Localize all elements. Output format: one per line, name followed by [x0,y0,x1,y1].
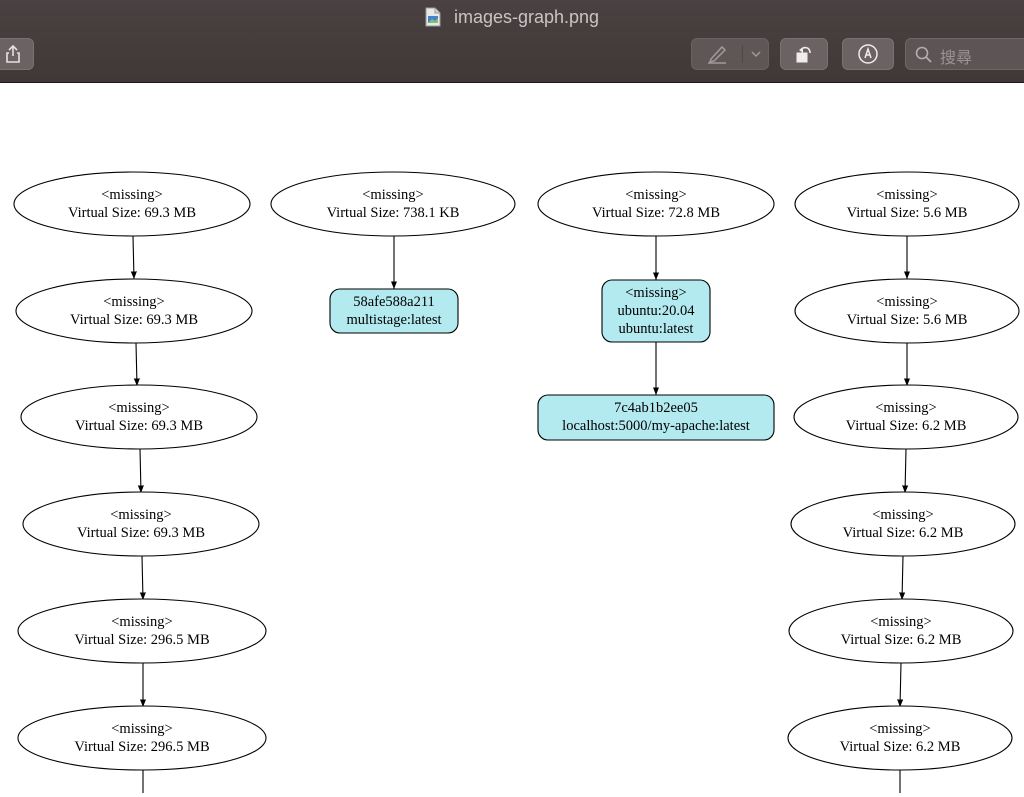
node-size: Virtual Size: 69.3 MB [77,525,205,541]
node-tag: ubuntu:20.04 [618,303,696,319]
node-label: <missing> [110,507,171,523]
node-size: Virtual Size: 5.6 MB [847,312,968,328]
graph-node: <missing> Virtual Size: 69.3 MB [15,278,253,344]
tagged-image-node: 58afe588a211 multistage:latest [329,288,459,334]
window-titlebar: images-graph.png [0,0,1024,83]
node-tag: ubuntu:latest [619,321,694,337]
rotate-icon [796,46,811,63]
node-label: <missing> [876,294,937,310]
node-label: <missing> [108,400,169,416]
column-1-edges [130,235,147,793]
graph-node: <missing> Virtual Size: 6.2 MB [788,598,1014,664]
node-size: Virtual Size: 738.1 KB [327,205,460,221]
chevron-down-icon [751,51,761,58]
markup-toolbar-group [691,38,769,70]
node-label: <missing> [625,187,686,203]
markup-button[interactable] [692,39,742,69]
graph-node: <missing> Virtual Size: 72.8 MB [537,171,775,237]
image-graph: <missing> Virtual Size: 69.3 MB <missing… [13,171,1020,793]
node-tag: localhost:5000/my-apache:latest [562,418,750,434]
node-size: Virtual Size: 296.5 MB [74,739,209,755]
node-size: Virtual Size: 296.5 MB [74,632,209,648]
node-label: <missing> [875,400,936,416]
window-title: images-graph.png [0,6,1024,28]
node-size: Virtual Size: 69.3 MB [68,205,196,221]
graph-node: <missing> Virtual Size: 5.6 MB [794,171,1020,237]
node-label: <missing> [101,187,162,203]
node-label: <missing> [872,507,933,523]
node-tag: multistage:latest [346,312,441,328]
graph-node: <missing> Virtual Size: 738.1 KB [270,171,516,237]
image-canvas: <missing> Virtual Size: 69.3 MB <missing… [0,83,1024,793]
graph-node: <missing> Virtual Size: 6.2 MB [787,705,1013,771]
edge [139,555,146,601]
node-size: Virtual Size: 69.3 MB [75,418,203,434]
graph-node: <missing> Virtual Size: 69.3 MB [20,384,258,450]
node-label: <missing> [111,614,172,630]
column-4-edges [897,236,911,793]
annotate-button[interactable] [842,38,894,70]
node-size: Virtual Size: 5.6 MB [847,205,968,221]
search-field[interactable]: 搜尋 [905,38,1024,70]
node-size: Virtual Size: 6.2 MB [843,525,964,541]
node-label: <missing> [870,614,931,630]
edge [897,662,904,708]
edge [133,342,140,387]
markup-circle-icon [858,44,878,64]
node-size: Virtual Size: 72.8 MB [592,205,720,221]
node-size: Virtual Size: 69.3 MB [70,312,198,328]
graph-node: <missing> Virtual Size: 5.6 MB [794,278,1020,344]
search-placeholder: 搜尋 [940,48,973,67]
node-label: <missing> [103,294,164,310]
node-image-id: 7c4ab1b2ee05 [614,400,698,416]
window-title-text: images-graph.png [453,6,600,27]
graph-node: <missing> Virtual Size: 6.2 MB [790,491,1016,557]
node-label: <missing> [111,721,172,737]
graph-node: <missing> Virtual Size: 69.3 MB [22,491,260,557]
edge [137,448,144,494]
node-size: Virtual Size: 6.2 MB [840,739,961,755]
share-icon [6,44,20,63]
node-label: <missing> [362,187,423,203]
node-label: <missing> [869,721,930,737]
share-button[interactable] [0,38,34,70]
node-label: <missing> [625,285,686,301]
markup-options-button[interactable] [743,39,769,69]
graph-node: <missing> Virtual Size: 6.2 MB [793,384,1019,450]
graph-node: <missing> Virtual Size: 296.5 MB [17,705,267,771]
node-size: Virtual Size: 6.2 MB [841,632,962,648]
search-icon [915,46,932,63]
pen-icon [708,45,727,64]
graph-node: <missing> Virtual Size: 296.5 MB [17,598,267,664]
markup-divider [742,45,743,63]
edge [899,555,906,601]
tagged-image-node: <missing> ubuntu:20.04 ubuntu:latest [601,279,711,343]
node-image-id: 58afe588a211 [353,294,435,310]
node-size: Virtual Size: 6.2 MB [846,418,967,434]
tagged-image-node: 7c4ab1b2ee05 localhost:5000/my-apache:la… [537,394,775,441]
rotate-button[interactable] [780,38,828,70]
node-label: <missing> [876,187,937,203]
edge [130,235,137,280]
graph-node: <missing> Virtual Size: 69.3 MB [13,171,251,237]
png-file-icon [425,7,441,27]
edge [902,448,909,494]
